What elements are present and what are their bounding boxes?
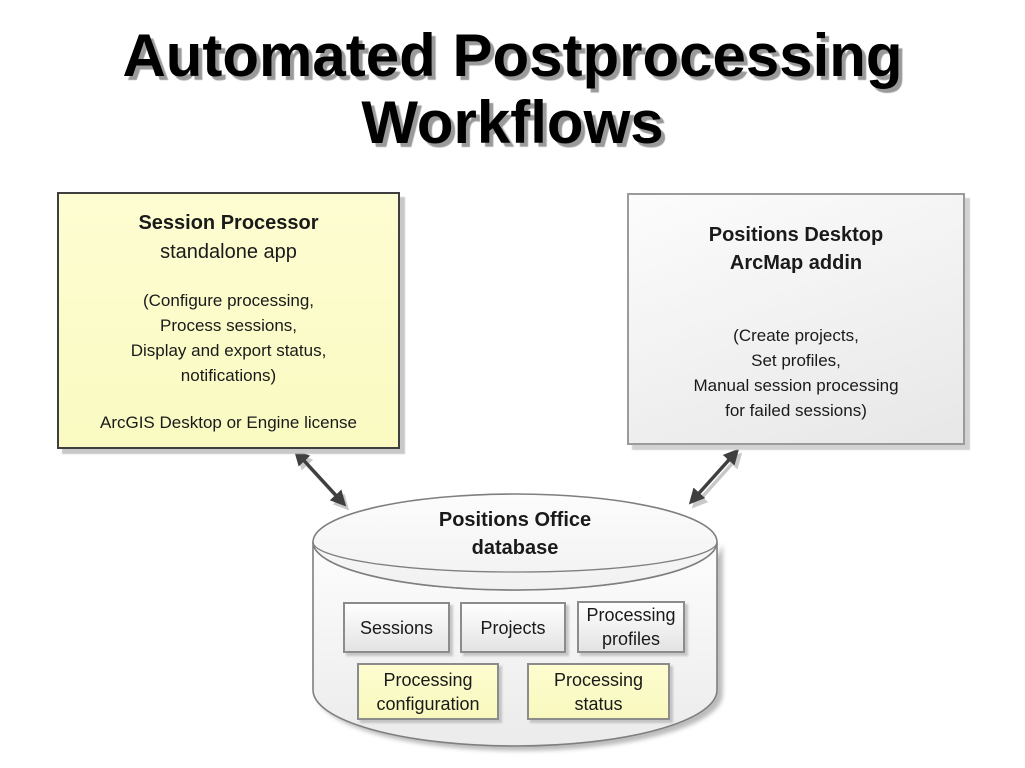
- database-title: Positions Office database: [340, 506, 690, 562]
- session-processor-box: Session Processor standalone app (Config…: [57, 192, 400, 449]
- table-box-label: Processing configuration: [376, 669, 480, 714]
- database-title-line1: Positions Office: [438, 509, 592, 531]
- table-box-label: Processing profiles: [586, 605, 676, 649]
- page-title-line2: Workflows: [361, 89, 664, 156]
- arrow-desktop-to-database: [688, 448, 740, 505]
- positions-desktop-body-line: for failed sessions): [725, 401, 867, 420]
- table-box-projects: Projects: [460, 602, 566, 653]
- session-processor-body-line: notifications): [180, 366, 277, 385]
- session-processor-body-line: Display and export status,: [130, 341, 327, 360]
- positions-desktop-heading-line2: ArcMap addin: [729, 252, 863, 274]
- arrow-session-to-database: [293, 449, 347, 507]
- table-box-label: Processing status: [553, 669, 644, 714]
- arrow-right-shadow: [691, 452, 743, 509]
- database-title-line2: database: [471, 537, 559, 559]
- table-box-processing-status: Processing status: [527, 663, 670, 720]
- session-processor-body-line: (Configure processing,: [142, 291, 315, 310]
- positions-desktop-body-line: Set profiles,: [751, 351, 841, 370]
- page-title: Automated Postprocessing Workflows: [0, 22, 1025, 156]
- table-box-processing-profiles: Processing profiles: [577, 601, 685, 653]
- table-box-processing-configuration: Processing configuration: [357, 663, 499, 720]
- session-processor-heading: Session Processor: [138, 212, 319, 234]
- session-processor-subheading: standalone app: [160, 241, 297, 263]
- positions-desktop-box: Positions Desktop ArcMap addin (Create p…: [627, 193, 965, 445]
- positions-desktop-body-line: (Create projects,: [733, 326, 859, 345]
- cylinder-rim: [312, 541, 718, 573]
- session-processor-license-note: ArcGIS Desktop or Engine license: [99, 413, 357, 432]
- positions-desktop-heading-line1: Positions Desktop: [708, 224, 884, 246]
- page-title-line1: Automated Postprocessing: [122, 22, 903, 89]
- session-processor-body-line: Process sessions,: [160, 316, 297, 335]
- table-box-label: Sessions: [359, 617, 434, 638]
- table-box-label: Projects: [480, 617, 546, 638]
- table-box-sessions: Sessions: [343, 602, 450, 653]
- positions-desktop-body-line: Manual session processing: [693, 376, 899, 395]
